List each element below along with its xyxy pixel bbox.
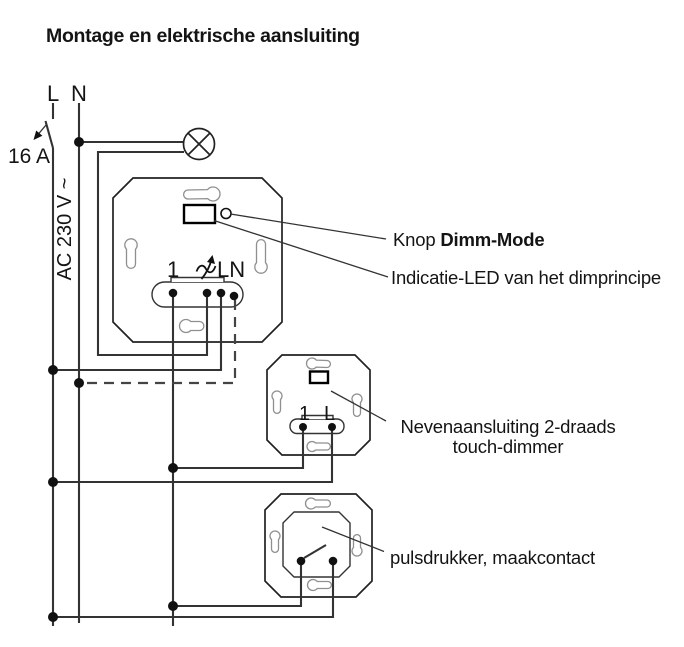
aux-terminal-block-tab: [301, 414, 334, 419]
aux-led-window-icon: [308, 370, 330, 385]
knop-label-bold: Dimm-Mode: [440, 229, 545, 250]
page-title: Montage en elektrische aansluiting: [46, 25, 360, 47]
breaker-rating-label: 16 A: [8, 145, 51, 168]
leader-pushbutton: [321, 526, 385, 553]
push-button-device: [264, 493, 373, 598]
wiring: [33, 103, 335, 626]
wire-lamp-to-output: [96, 150, 209, 357]
main-terminal-ln-label: LN: [217, 257, 246, 282]
wire-pushbutton-left: [173, 561, 303, 608]
terminal-block-tab: [170, 276, 225, 282]
mounting-slot-icon: [304, 497, 332, 510]
knop-dimm-mode-label: Knop Dimm-Mode: [393, 229, 545, 251]
wire-l-to-main: [53, 296, 223, 372]
leader-lines: [213, 213, 389, 553]
aux-dimmer-label-line1: Nevenaansluiting 2-draads: [400, 416, 616, 437]
aux-dimmer-label-line2: touch-dimmer: [452, 436, 564, 457]
neutral-label: N: [71, 81, 87, 106]
wire-aux-terminalL: [53, 428, 334, 484]
terminal-dots: [168, 288, 338, 566]
mounting-slot-icon: [306, 440, 332, 453]
phase-label: L: [47, 81, 60, 106]
dimm-mode-button-icon: [220, 207, 232, 220]
knop-label-prefix: Knop: [393, 229, 436, 250]
aux-dimmer-device: [266, 354, 371, 456]
leader-knop: [230, 213, 387, 240]
mounting-slot-icon: [269, 530, 281, 554]
wire-pushbutton-right: [53, 561, 335, 619]
leader-led: [213, 219, 389, 278]
mounting-slot-icon: [254, 238, 268, 274]
aux-terminal-1-label: 1: [299, 403, 311, 425]
breaker-icon: [33, 120, 55, 149]
mounting-slot-icon: [306, 578, 333, 592]
led-indicator-icon: [182, 203, 217, 225]
mounting-slot-icon: [351, 533, 363, 557]
mounting-slot-icon: [271, 390, 283, 415]
make-contact-lever-icon: [303, 544, 327, 559]
junction-dots: [48, 137, 178, 622]
mounting-slot-icon: [124, 238, 138, 270]
push-button-inner-frame: [282, 511, 351, 578]
main-dimmer-device: [112, 177, 283, 343]
mounting-slot-icon: [182, 186, 221, 202]
dimmed-output-icon: [195, 255, 217, 280]
leader-aux: [330, 390, 387, 422]
mounting-slot-icon: [305, 357, 332, 370]
supply-voltage-label: AC 230 V ~: [54, 177, 76, 281]
led-indicator-label: Indicatie-LED van het dimprincipe: [391, 267, 662, 288]
push-button-label: pulsdrukker, maakcontact: [390, 547, 595, 568]
mounting-slot-icon: [178, 318, 205, 334]
lamp-icon: [182, 127, 216, 161]
aux-dimmer-label: Nevenaansluiting 2-draads touch-dimmer: [388, 417, 628, 457]
terminal-block: [151, 281, 244, 308]
wire-aux-terminal1: [173, 428, 305, 470]
aux-terminal-l-label: L: [324, 403, 336, 425]
main-terminal-1-label: 1: [167, 257, 180, 282]
